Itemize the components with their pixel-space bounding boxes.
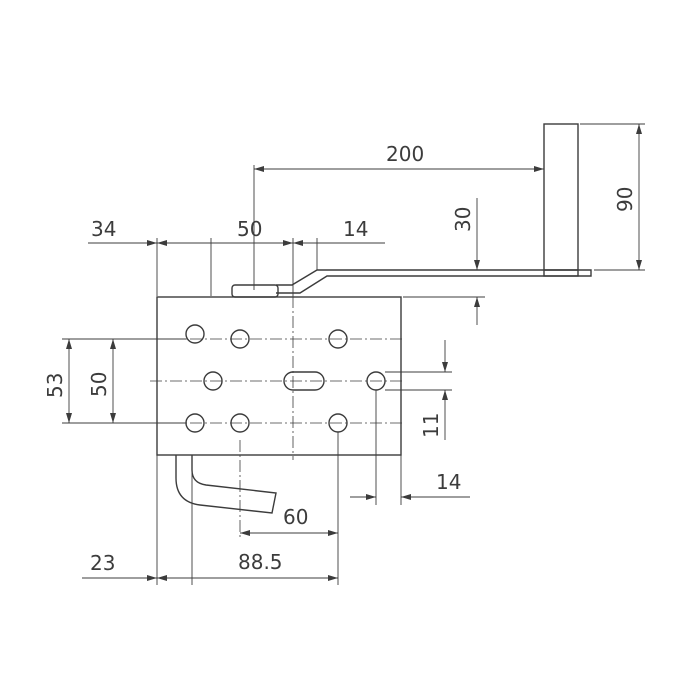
vertical-post [543, 123, 579, 277]
dimension-lines [66, 124, 642, 581]
dim-30: 30 [451, 207, 475, 232]
dim-50-left: 50 [87, 372, 111, 397]
dim-200: 200 [386, 142, 424, 166]
extension-lines [62, 123, 645, 585]
mounting-plate [156, 296, 402, 456]
center-lines [150, 296, 402, 540]
dim-23: 23 [90, 551, 115, 575]
dim-50-top: 50 [237, 217, 262, 241]
bracket-arm [276, 269, 592, 294]
bracket-part [156, 123, 592, 514]
slot-hole [283, 371, 325, 391]
dim-11: 11 [419, 413, 443, 438]
dim-90: 90 [613, 187, 637, 212]
bent-rod [175, 455, 277, 514]
hole-pattern [185, 324, 386, 433]
dimension-labels: 200 90 30 34 50 14 53 50 11 14 60 23 88.… [43, 142, 637, 575]
dim-14-top: 14 [343, 217, 368, 241]
hole-top-1 [185, 324, 205, 344]
dim-60: 60 [283, 505, 308, 529]
dim-14-right: 14 [436, 470, 461, 494]
dim-53: 53 [43, 373, 67, 398]
dim-88-5: 88.5 [238, 550, 283, 574]
dim-34: 34 [91, 217, 116, 241]
plate-tab [231, 284, 279, 298]
